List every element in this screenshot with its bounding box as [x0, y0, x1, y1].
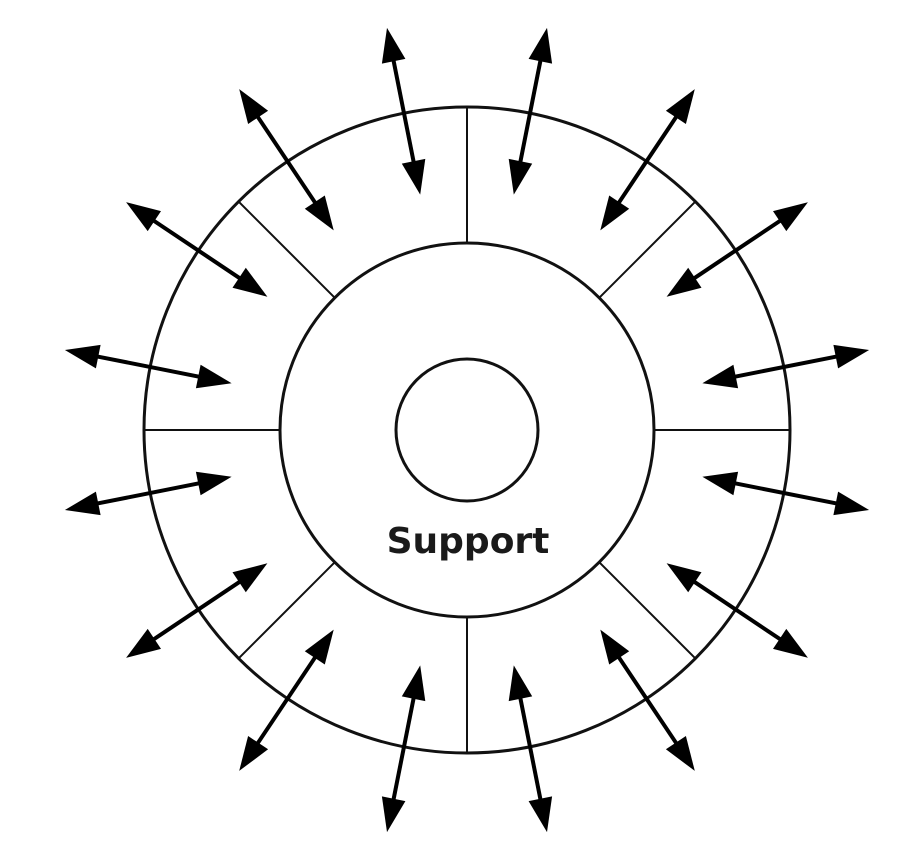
arrowhead [381, 27, 406, 64]
arrowhead [702, 471, 739, 496]
segment-divider [237, 200, 336, 299]
arrowhead [773, 628, 808, 658]
double-arrow [600, 629, 695, 771]
double-arrow [239, 89, 334, 231]
double-arrow [64, 344, 232, 389]
segment-divider [598, 561, 697, 660]
arrowhead [304, 629, 334, 665]
arrow-shaft [151, 579, 242, 642]
arrowhead [64, 491, 101, 516]
arrowhead [600, 195, 630, 231]
inner-ring [394, 357, 540, 503]
double-arrow [702, 471, 870, 516]
double-arrow [126, 563, 268, 658]
arrow-shaft [391, 58, 416, 164]
segment-dividers [144, 107, 790, 753]
arrow-shaft [733, 481, 839, 506]
arrow-shaft [692, 579, 783, 642]
arrowhead [508, 665, 533, 702]
arrowhead [666, 267, 702, 297]
arrowhead [665, 736, 695, 771]
double-arrow [600, 89, 695, 231]
arrows-group [64, 27, 870, 833]
arrowhead [64, 344, 101, 369]
arrow-shaft [95, 481, 201, 506]
arrowhead [508, 158, 533, 195]
arrowhead [195, 364, 232, 389]
arrow-shaft [95, 354, 201, 379]
double-arrow [666, 202, 808, 297]
arrow-shaft [255, 655, 318, 746]
arrow-shaft [151, 218, 242, 281]
double-arrow [666, 563, 808, 658]
arrowhead [666, 563, 702, 593]
arrow-shaft [616, 114, 679, 205]
arrowhead [773, 202, 808, 232]
arrowhead [528, 27, 553, 64]
arrowhead [833, 344, 870, 369]
arrow-shaft [692, 218, 783, 281]
arrow-shaft [391, 696, 416, 802]
arrow-shaft [518, 696, 543, 802]
double-arrow [508, 665, 553, 833]
double-arrow [381, 27, 426, 195]
arrowhead [232, 563, 268, 593]
arrow-shaft [255, 114, 318, 205]
segment-divider [598, 200, 697, 299]
arrow-shaft [518, 58, 543, 164]
arrowhead [239, 736, 269, 771]
segment-divider [237, 561, 336, 660]
arrowhead [195, 471, 232, 496]
arrowhead [528, 796, 553, 833]
arrow-shaft [733, 354, 839, 379]
arrowhead [833, 491, 870, 516]
arrowhead [381, 796, 406, 833]
center-label: Support [387, 521, 550, 562]
double-arrow [702, 344, 870, 389]
double-arrow [126, 202, 268, 297]
arrowhead [401, 158, 426, 195]
arrow-shaft [616, 655, 679, 746]
arrowhead [600, 629, 630, 665]
arrowhead [126, 202, 161, 232]
arrowhead [304, 195, 334, 231]
arrowhead [401, 665, 426, 702]
arrowhead [702, 364, 739, 389]
arrowhead [665, 89, 695, 124]
double-arrow [381, 665, 426, 833]
double-arrow [508, 27, 553, 195]
arrowhead [232, 267, 268, 297]
double-arrow [64, 471, 232, 516]
double-arrow [239, 629, 334, 771]
arrowhead [126, 628, 161, 658]
arrowhead [239, 89, 269, 124]
